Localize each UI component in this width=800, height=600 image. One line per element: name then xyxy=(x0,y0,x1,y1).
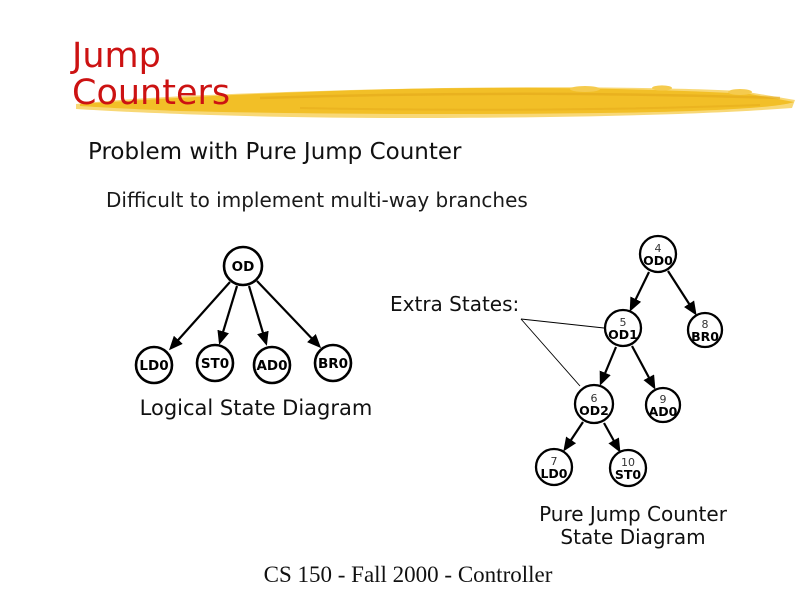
edge-od-ld0 xyxy=(169,281,231,351)
brush-dab xyxy=(570,86,600,92)
state-node-st0 xyxy=(195,343,235,383)
heading: Problem with Pure Jump Counter xyxy=(88,139,462,165)
state-label: LD0 xyxy=(540,466,567,481)
state-number: 9 xyxy=(660,393,667,406)
state-label: AD0 xyxy=(256,358,287,374)
edge-od1-od2 xyxy=(599,346,618,386)
edge-od-br0 xyxy=(256,280,322,349)
right-diagram-caption: Pure Jump Counter State Diagram xyxy=(507,503,759,549)
brush-streak-2 xyxy=(299,104,761,111)
edge-od0-br0 xyxy=(667,270,697,316)
edge-od2-ld0 xyxy=(563,421,584,452)
state-node-ld0 xyxy=(134,345,174,385)
state-node-ad0-right xyxy=(644,386,682,424)
brush-stroke-graphic xyxy=(76,85,795,118)
state-label: ST0 xyxy=(201,356,229,372)
state-number: 8 xyxy=(702,318,709,331)
pointer-line-od2 xyxy=(520,318,581,387)
edge-od-ad0 xyxy=(247,285,269,346)
extra-states-label: Extra States: xyxy=(390,292,520,316)
state-number: 7 xyxy=(551,455,558,468)
brush-streak xyxy=(259,92,781,100)
brush-dab xyxy=(652,85,672,91)
state-number: 10 xyxy=(621,456,635,469)
state-node-ad0 xyxy=(252,345,292,385)
slide-title-line1: Jump xyxy=(72,36,161,76)
state-label: LD0 xyxy=(139,358,168,374)
state-number: 6 xyxy=(591,392,598,405)
state-label: OD0 xyxy=(643,253,673,268)
edge-od0-od1 xyxy=(629,271,650,312)
state-node-od0 xyxy=(638,234,678,274)
extra-states-pointer-lines xyxy=(520,318,605,387)
state-number: 5 xyxy=(620,316,627,329)
edge-od1-ad0 xyxy=(631,345,656,390)
state-node-br0 xyxy=(313,343,353,383)
left-diagram-caption: Logical State Diagram xyxy=(139,396,373,420)
state-label: OD2 xyxy=(579,403,609,418)
edge-od-st0 xyxy=(217,285,239,345)
edge-od2-st0 xyxy=(603,422,621,453)
state-node-ld0-right xyxy=(534,447,574,487)
state-label: BR0 xyxy=(318,356,348,372)
state-label: ST0 xyxy=(615,467,642,482)
pointer-line-od1 xyxy=(520,318,605,329)
slide-title-line2: Counters xyxy=(72,73,231,113)
state-label: BR0 xyxy=(691,329,719,344)
right-diagram-caption-line1: Pure Jump Counter xyxy=(539,502,727,526)
right-diagram-caption-line2: State Diagram xyxy=(560,525,706,549)
state-node-br0-right xyxy=(686,311,724,349)
state-label: OD1 xyxy=(608,327,638,342)
state-node-od1 xyxy=(603,308,643,348)
state-node-od xyxy=(222,245,264,287)
slide-title: Jump Counters xyxy=(72,38,230,112)
state-node-od2 xyxy=(573,383,615,425)
state-number: 4 xyxy=(655,242,662,255)
slide-footer: CS 150 - Fall 2000 - Controller xyxy=(263,562,553,587)
state-label: OD xyxy=(232,259,255,275)
logical-state-diagram: OD LD0 ST0 AD0 BR0 xyxy=(134,245,353,385)
pure-jump-counter-diagram: 4 OD0 5 OD1 8 BR0 6 OD2 9 AD0 7 LD0 10 S… xyxy=(534,234,724,488)
state-label: AD0 xyxy=(649,404,678,419)
bullet-text: Difficult to implement multi-way branche… xyxy=(106,188,528,212)
state-node-st0-right xyxy=(608,448,648,488)
brush-dab xyxy=(728,89,752,95)
